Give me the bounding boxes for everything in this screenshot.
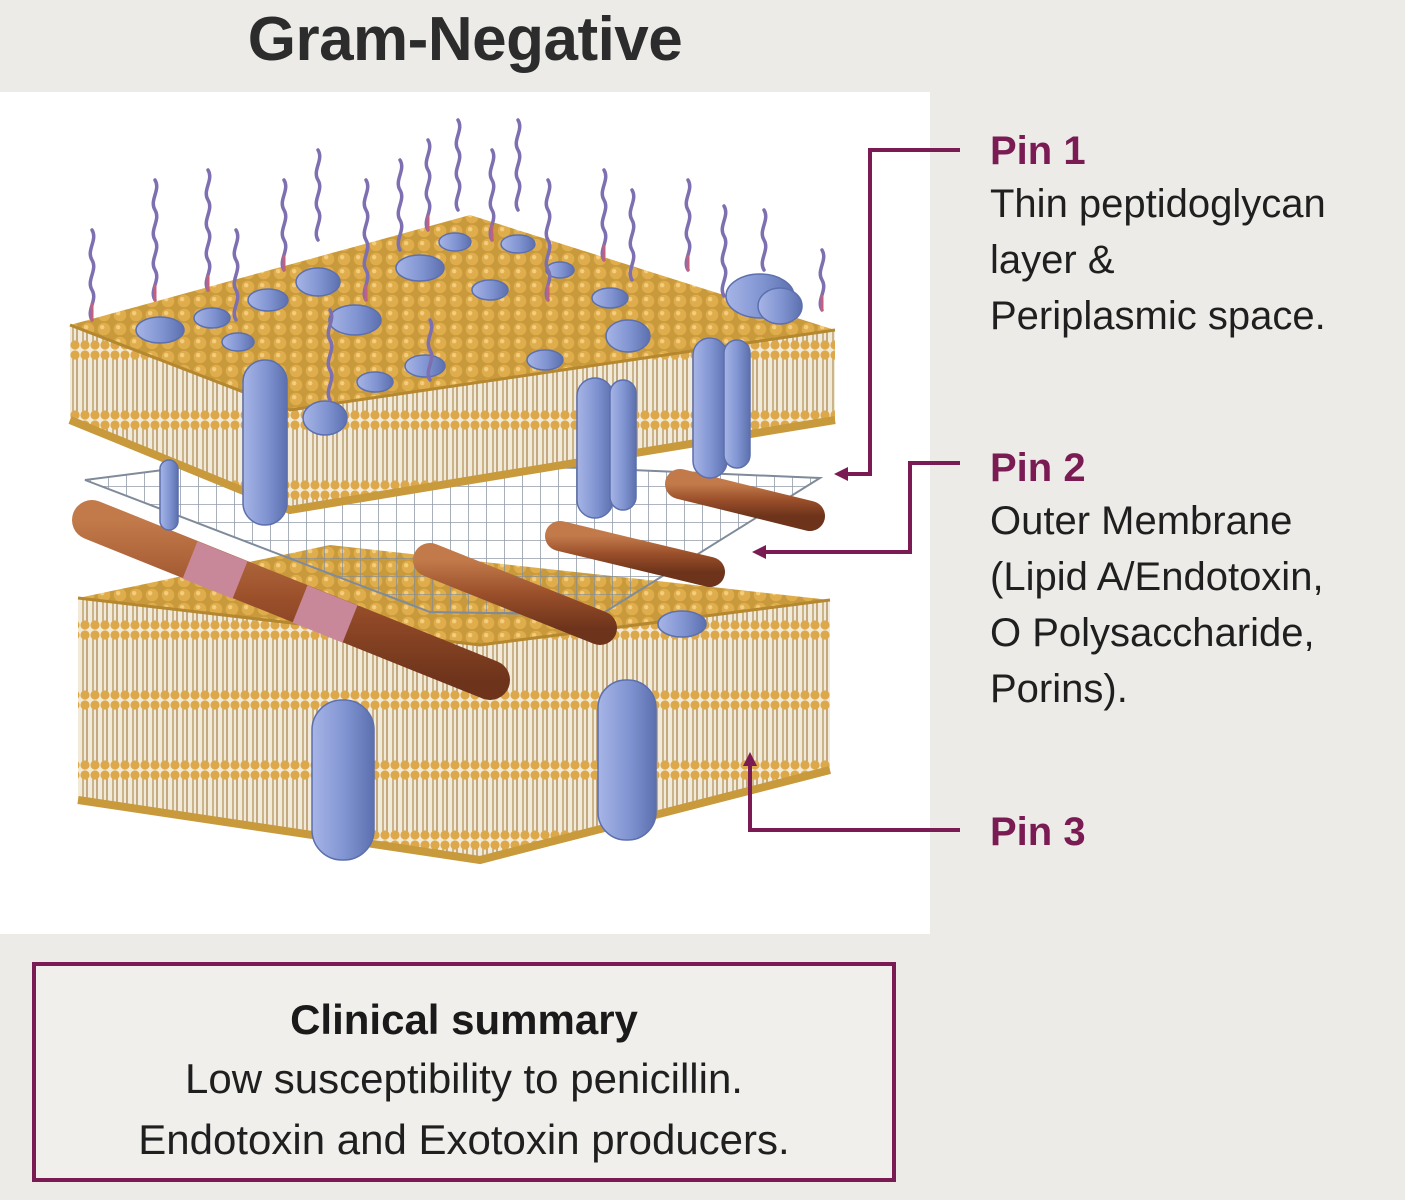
clinical-summary-title: Clinical summary <box>290 996 638 1043</box>
surface-proteins <box>135 232 803 436</box>
pin-2-label: Pin 2 Outer Membrane (Lipid A/Endotoxin,… <box>990 443 1400 717</box>
pin-1-label: Pin 1 Thin peptidoglycan layer & Peripla… <box>990 126 1400 344</box>
clinical-summary-line: Low susceptibility to penicillin. <box>185 1054 743 1102</box>
clinical-summary-box: Clinical summary Low susceptibility to p… <box>32 962 896 1182</box>
pin-2-description: Outer Membrane (Lipid A/Endotoxin, O Pol… <box>990 499 1324 711</box>
page-title: Gram-Negative <box>247 5 683 74</box>
clinical-summary-line: Endotoxin and Exotoxin producers. <box>138 1115 790 1163</box>
pin-3-title: Pin 3 <box>990 810 1086 854</box>
pin-1-description: Thin peptidoglycan layer & Periplasmic s… <box>990 182 1326 338</box>
pin-3-label: Pin 3 <box>990 807 1400 857</box>
peptidoglycan-rods <box>72 469 825 700</box>
lipid-a-segments <box>90 214 824 322</box>
cell-wall-illustration <box>0 92 930 934</box>
porin-proteins <box>159 337 751 861</box>
pin-1-title: Pin 1 <box>990 129 1086 173</box>
pin-2-title: Pin 2 <box>990 446 1086 490</box>
